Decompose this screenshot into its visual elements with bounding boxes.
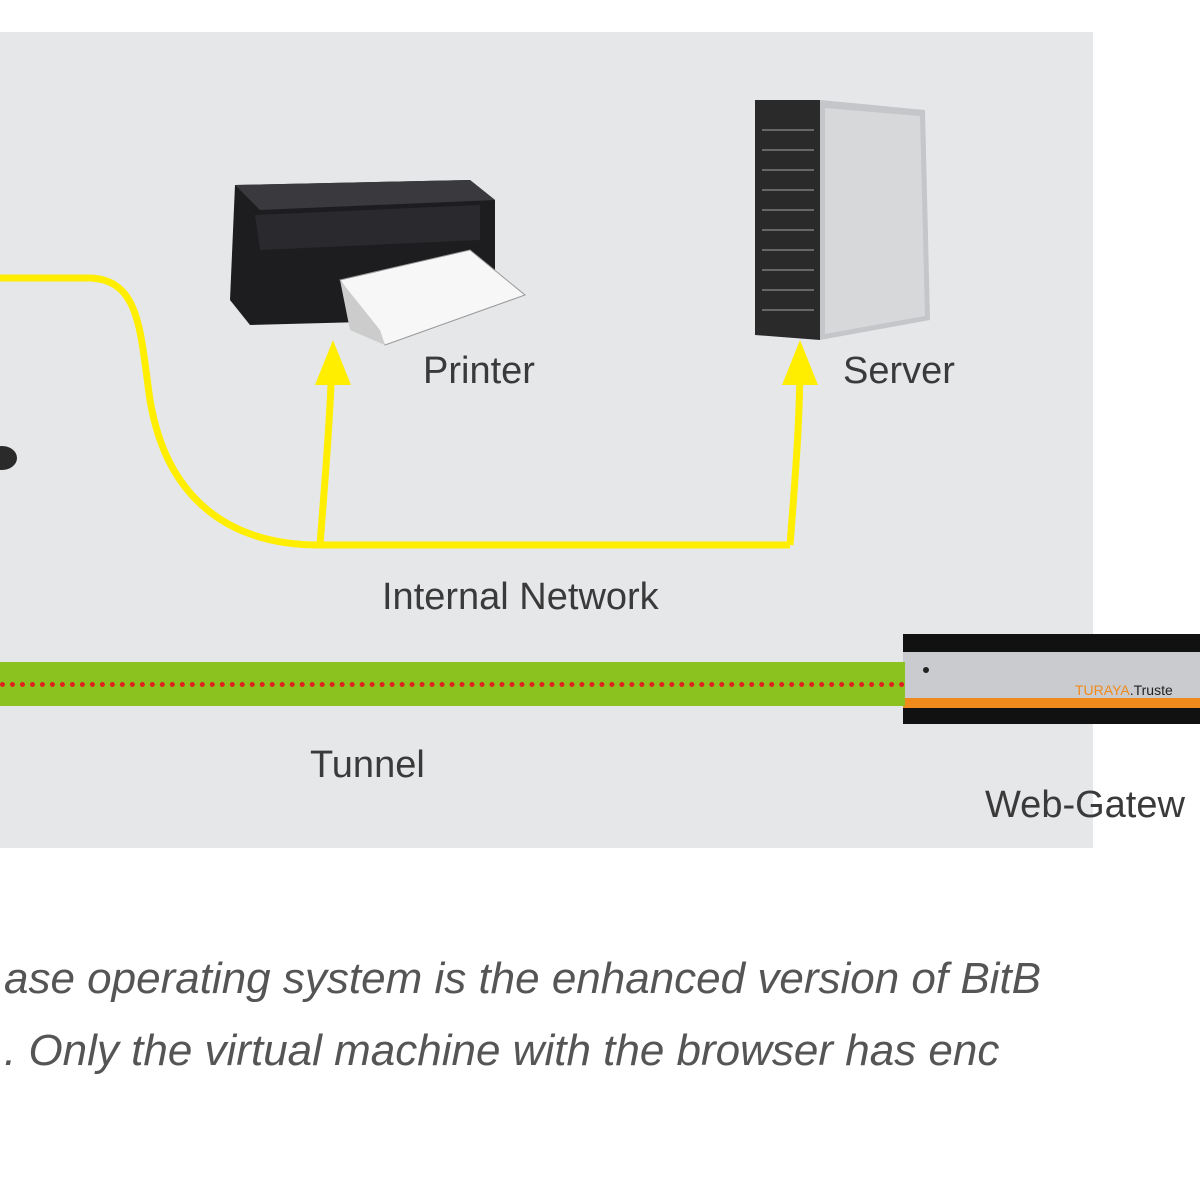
server-link-line bbox=[786, 359, 804, 546]
server-icon bbox=[755, 100, 930, 340]
printer-icon bbox=[230, 180, 527, 346]
tunnel-bar bbox=[0, 662, 905, 706]
internal-network-label: Internal Network bbox=[382, 576, 659, 618]
internal-network-line bbox=[0, 274, 790, 549]
printer-label: Printer bbox=[423, 350, 535, 392]
server-arrow-icon bbox=[782, 340, 818, 385]
gateway-brand: TURAYA bbox=[1075, 682, 1130, 698]
mouse-icon bbox=[0, 446, 17, 470]
caption-line-2: . Only the virtual machine with the brow… bbox=[4, 1026, 1000, 1075]
printer-arrow-icon bbox=[315, 340, 351, 385]
gateway-logo: TURAYA.Truste bbox=[1075, 682, 1173, 698]
tunnel-dotted-line bbox=[0, 682, 905, 687]
web-gateway-label: Web-Gatew bbox=[985, 784, 1185, 826]
tunnel-label: Tunnel bbox=[310, 744, 425, 786]
server-label: Server bbox=[843, 350, 955, 392]
gateway-model: .Truste bbox=[1129, 682, 1173, 698]
web-gateway-device-icon bbox=[903, 634, 1200, 724]
caption-line-1: ase operating system is the enhanced ver… bbox=[4, 954, 1042, 1003]
printer-link-line bbox=[316, 359, 336, 546]
